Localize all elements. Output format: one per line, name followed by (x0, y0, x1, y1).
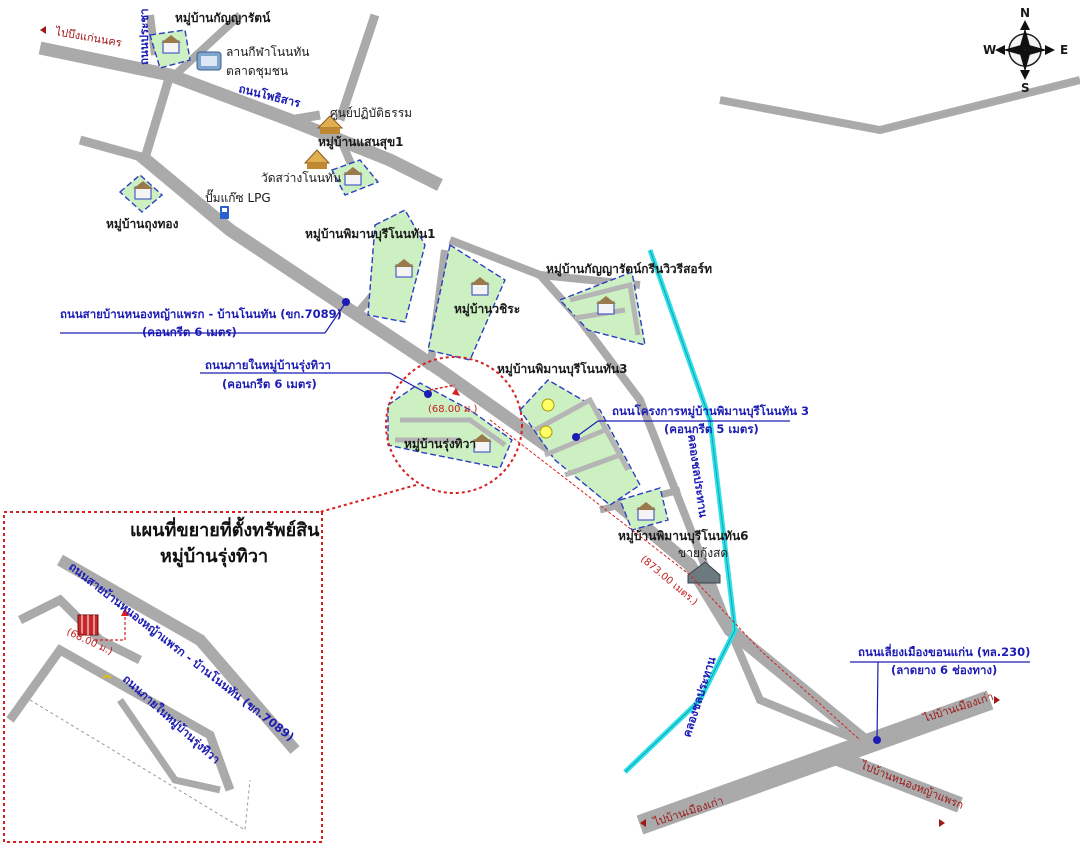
east-arrow-icon (1045, 45, 1055, 55)
callout-hwy230-sub: (ลาดยาง 6 ช่องทาง) (891, 663, 997, 677)
pond-icon (541, 398, 555, 412)
distance-markers (319, 356, 861, 741)
pond-icon (539, 425, 553, 439)
arrow-icon (452, 388, 460, 396)
house-icon (470, 277, 490, 296)
callout-rd7089-sub: (คอนกรีต 6 เมตร) (142, 325, 237, 339)
arrow-icon (121, 608, 129, 616)
zone-rungthiwa (387, 382, 513, 469)
label-phiman6: หมู่บ้านพิมานบุรีโนนทัน6 (618, 528, 749, 544)
north-arrow-icon (1020, 20, 1030, 30)
label-to-nongtum: ไปบ้านหนองหญ้าแพรก (858, 758, 965, 812)
callout-hwy230-title: ถนนเลี่ยงเมืองขอนแก่น (ทล.230) (858, 643, 1030, 659)
gas-pump-icon (220, 206, 229, 219)
zone-wachira (427, 243, 506, 361)
distance-68: (68.00 ม.) (428, 404, 477, 415)
temple-icon (316, 115, 344, 134)
house-icon (636, 502, 656, 521)
direction-arrow-icon (994, 696, 1000, 704)
label-saensuk: หมู่บ้านแสนสุข1 (318, 135, 404, 150)
place-labels: หมู่บ้านกัญญารัตน์ ลานกีฬาโนนทัน ตลาดชุม… (106, 11, 749, 561)
callout-phiman3: ถนนโครงการหมู่บ้านพิมานบุรีโนนทัน 3 (คอน… (572, 403, 809, 441)
house-icon (343, 167, 363, 186)
compass-e: E (1060, 43, 1068, 57)
label-market: ตลาดชุมชน (226, 64, 288, 79)
label-stadium: ลานกีฬาโนนทัน (226, 45, 309, 59)
warehouse-icon (687, 561, 721, 584)
inset-title-1: แผนที่ขยายที่ตั้งทรัพย์สิน (130, 516, 320, 541)
house-icon (596, 296, 616, 315)
village-icons (133, 35, 656, 521)
label-shrimp: ขายกุ้งสด (678, 546, 728, 561)
label-side-road: ถนนประชา (137, 8, 151, 65)
compass-s: S (1021, 81, 1030, 95)
compass-n: N (1020, 6, 1030, 20)
house-icon (133, 181, 153, 200)
callout-inner-sub: (คอนกรีต 6 เมตร) (222, 377, 317, 391)
house-icon (161, 35, 181, 54)
callout-rd7089: ถนนสายบ้านหนองหญ้าแพรก - บ้านโนนทัน (ขก.… (60, 298, 350, 339)
direction-arrow-icon (640, 819, 646, 827)
direction-arrow-icon (40, 26, 46, 34)
callout-inner-title: ถนนภายในหมู่บ้านรุ่งทิวา (205, 358, 331, 373)
callout-phiman3-sub: (คอนกรีต 5 เมตร) (664, 422, 759, 436)
irrigation-canal (623, 249, 738, 774)
label-wachira: หมู่บ้านวชิระ (454, 302, 520, 317)
zone-inner-roads (395, 281, 641, 478)
direction-arrow-icon (939, 819, 945, 827)
stadium-icon (196, 51, 222, 71)
label-practice: ศูนย์ปฏิบัติธรรม (330, 106, 412, 121)
label-phiman1: หมู่บ้านพิมานบุรีโนนทัน1 (305, 226, 436, 242)
label-to-khonkaen: ไปบึงแก่นนคร (53, 25, 122, 50)
label-green-resort: หมู่บ้านกัญญารัตน์กรีนวิวรีสอร์ท (546, 262, 712, 277)
callout-rd7089-title: ถนนสายบ้านหนองหญ้าแพรก - บ้านโนนทัน (ขก.… (60, 306, 342, 321)
label-canal2: คลองชลประทาน (680, 655, 719, 739)
callout-inner: ถนนภายในหมู่บ้านรุ่งทิวา (คอนกรีต 6 เมตร… (200, 358, 432, 398)
label-wat: วัดสว่างโนนทัน (261, 171, 341, 185)
label-phiman3: หมู่บ้านพิมานบุรีโนนทัน3 (497, 361, 628, 377)
label-tungthong: หมู่บ้านถุงทอง (106, 217, 179, 232)
house-icon (394, 259, 414, 278)
compass-w: W (983, 43, 996, 57)
callout-phiman3-title: ถนนโครงการหมู่บ้านพิมานบุรีโนนทัน 3 (612, 403, 809, 419)
label-kanyarat: หมู่บ้านกัญญารัตน์ (175, 11, 271, 26)
label-rungthiwa: หมู่บ้านรุ่งทิวา (404, 437, 476, 452)
south-arrow-icon (1020, 70, 1030, 80)
label-canal: คลองชลประทาน (685, 433, 711, 518)
property-highlight-circle (385, 356, 523, 494)
house-icon (472, 434, 492, 453)
inset-map: แผนที่ขยายที่ตั้งทรัพย์สิน หมู่บ้านรุ่งท… (3, 511, 323, 843)
compass: N S W E (983, 6, 1068, 95)
pond-icon (102, 675, 112, 679)
label-lpg: ปั๊มแก๊ซ LPG (205, 189, 271, 205)
temple-icon (303, 149, 331, 169)
west-arrow-icon (995, 45, 1005, 55)
inset-title-2: หมู่บ้านรุ่งทิวา (160, 546, 268, 568)
callout-hwy230: ถนนเลี่ยงเมืองขอนแก่น (ทล.230) (ลาดยาง 6… (850, 643, 1030, 744)
